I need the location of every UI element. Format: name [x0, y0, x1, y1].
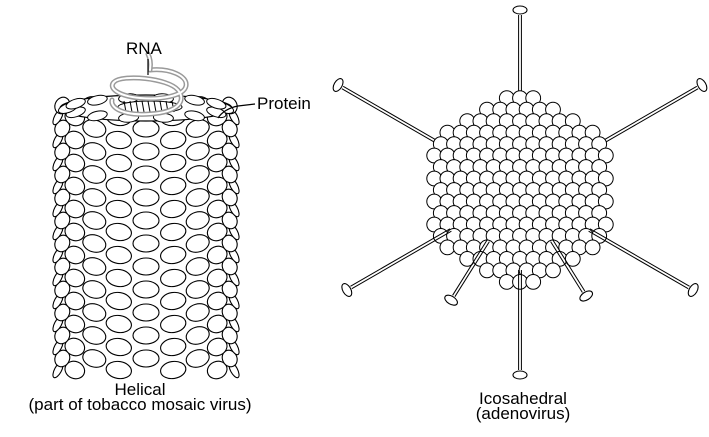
fiber-shaft: [589, 231, 689, 289]
protein-subunit: [105, 314, 133, 335]
protein-subunit: [105, 360, 133, 381]
capsomere: [526, 275, 541, 290]
capsomere: [499, 275, 514, 290]
icosahedral-virus-illustration: [427, 91, 613, 290]
protein-subunit: [133, 189, 159, 206]
protein-subunit: [133, 350, 159, 367]
protein-subunit: [105, 222, 133, 243]
protein-subunit: [159, 222, 187, 243]
rna-label: RNA: [126, 40, 162, 57]
fiber-knob: [513, 371, 527, 379]
capsomere: [513, 275, 528, 290]
protein-subunit: [105, 176, 133, 197]
protein-subunit: [159, 199, 187, 220]
protein-subunit: [133, 166, 159, 183]
protein-subunit: [159, 360, 187, 381]
helical-caption-subtitle: (part of tobacco mosaic virus): [0, 397, 285, 412]
fiber-shaft: [352, 231, 452, 289]
protein-subunit: [105, 130, 133, 151]
fiber-shaft: [590, 229, 690, 286]
protein-subunit: [105, 337, 133, 358]
helical-virus-illustration: [51, 93, 241, 382]
capsomere: [440, 240, 455, 255]
icosahedral-caption-subtitle: (adenovirus): [440, 406, 606, 421]
protein-label: Protein: [257, 95, 311, 112]
protein-subunit: [159, 337, 187, 358]
protein-subunit: [159, 291, 187, 312]
protein-subunit: [133, 304, 159, 321]
fiber-knob: [695, 77, 709, 93]
capsomere: [585, 240, 600, 255]
protein-subunit: [133, 235, 159, 252]
capsomere: [546, 263, 561, 278]
protein-subunit: [159, 130, 187, 151]
protein-subunit: [159, 245, 187, 266]
protein-subunit: [133, 327, 159, 344]
protein-subunit: [159, 268, 187, 289]
fiber-knob: [331, 77, 345, 93]
protein-subunit: [105, 153, 133, 174]
helical-caption: Helical (part of tobacco mosaic virus): [0, 382, 285, 412]
protein-subunit: [105, 245, 133, 266]
protein-subunit: [133, 258, 159, 275]
capsomere: [480, 263, 495, 278]
fiber-knob: [578, 289, 594, 303]
protein-subunit: [133, 120, 159, 137]
protein-subunit: [159, 153, 187, 174]
fiber-knob: [443, 293, 459, 307]
protein-subunit: [133, 281, 159, 298]
fiber-knob: [340, 282, 354, 298]
protein-subunit: [105, 268, 133, 289]
protein-subunit: [133, 143, 159, 160]
protein-subunit: [159, 314, 187, 335]
fiber-knob: [686, 282, 700, 298]
fiber-shaft: [350, 229, 450, 286]
protein-subunit: [105, 199, 133, 220]
fiber-knob: [513, 6, 527, 14]
icosahedral-caption: Icosahedral (adenovirus): [440, 391, 606, 421]
protein-subunit: [105, 291, 133, 312]
protein-subunit: [133, 212, 159, 229]
protein-subunit: [159, 176, 187, 197]
